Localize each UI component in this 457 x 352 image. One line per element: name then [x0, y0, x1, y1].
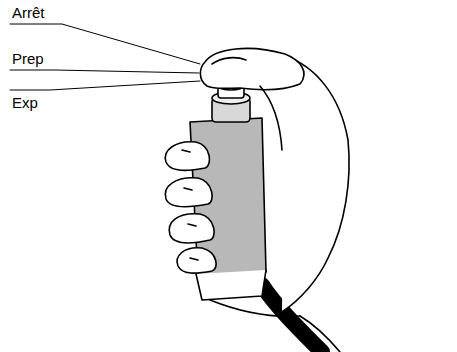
hand-back: [282, 56, 349, 312]
fingernails: [182, 150, 198, 260]
finger: [169, 214, 214, 243]
finger: [165, 178, 212, 207]
handswitch-base: [196, 270, 266, 300]
label-text: Arrêt: [12, 4, 45, 21]
wrist-side: [300, 316, 340, 352]
leader-line: [10, 81, 200, 90]
thumb: [200, 48, 304, 89]
thumb-base: [260, 86, 282, 150]
thumbnail: [212, 58, 246, 64]
wrist: [210, 300, 300, 316]
label-text: Exp: [12, 94, 38, 111]
finger: [165, 142, 209, 171]
leader-line: [10, 70, 199, 73]
label-text: Prep: [12, 50, 44, 67]
